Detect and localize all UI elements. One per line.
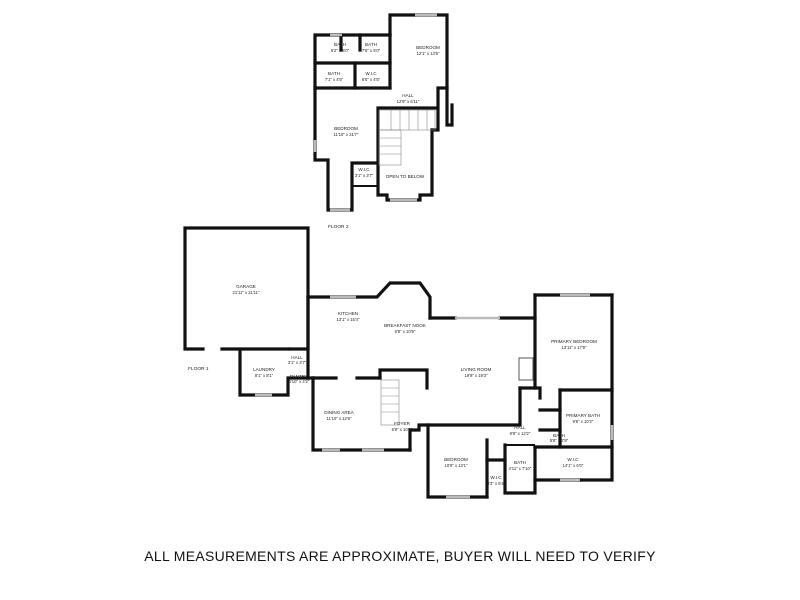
room-label: KITCHEN — [338, 311, 358, 316]
room-label: BEDROOM — [334, 126, 358, 131]
room-dims: 6'2" x 5'0" — [331, 48, 350, 53]
room-dims: 8'1" x 8'1" — [255, 373, 274, 378]
room-label: LAUNDRY — [253, 367, 275, 372]
room-dims: 11'10" x 12'6" — [327, 416, 352, 421]
floor-2-labels: BATH 6'2" x 5'0" BATH 7'6" x 5'0" BEDROO… — [325, 42, 440, 230]
room-dims: 4'10" x 4'2" — [289, 379, 310, 384]
room-dims: 19'9" x 19'3" — [465, 373, 488, 378]
room-label: W.I.C — [567, 457, 579, 462]
room-dims: 6'8" x 10'6" — [392, 427, 413, 432]
room-label: PRIMARY BATH — [566, 413, 600, 418]
room-dims: 9'8" x 10'2" — [573, 419, 594, 424]
room-dims: 7'1" x 4'5" — [325, 77, 344, 82]
room-dims: 3'3" x 6'4" — [487, 481, 506, 486]
room-dims: 3'1" x 3'7" — [288, 360, 307, 365]
room-dims: 13'11" x 17'9" — [562, 345, 587, 350]
room-label: BATH — [334, 42, 346, 47]
floor-1-labels: FLOOR 1 GARAGE 21'11" x 21'11" LAUNDRY 8… — [188, 284, 600, 486]
room-label: BATH — [553, 433, 565, 438]
room-label: W.I.C — [365, 71, 377, 76]
room-label: W.I.C — [358, 167, 370, 172]
room-label: HALL — [291, 355, 303, 360]
room-label: BEDROOM — [416, 45, 440, 50]
room-label: FOYER — [394, 421, 411, 426]
room-dims: 4'11" x 7'10" — [509, 466, 532, 471]
room-dims: 12'1" x 13'5" — [417, 51, 440, 56]
room-label: BREAKFAST NOOK — [384, 323, 427, 328]
room-dims: 6'5" x 4'5" — [362, 77, 381, 82]
floor-2-label: FLOOR 2 — [328, 224, 349, 230]
room-dims: 13'1" x 15'4" — [337, 317, 360, 322]
room-dims: 6'8" x 10'9" — [395, 329, 416, 334]
room-dims: 7'6" x 5'0" — [362, 48, 381, 53]
room-label: W.I.C — [490, 475, 502, 480]
room-label: BATH — [514, 460, 526, 465]
room-dims: 5'8" x 2'9" — [550, 438, 569, 443]
room-dims: 21'11" x 21'11" — [232, 290, 260, 295]
room-label: BATH — [365, 42, 377, 47]
room-label: HALL — [514, 425, 526, 430]
floor-1-label: FLOOR 1 — [188, 366, 209, 372]
room-dims: 12'9" x 6'11" — [397, 99, 420, 104]
room-label: BATH — [328, 71, 340, 76]
room-label: OPEN TO BELOW — [386, 174, 425, 179]
floor-1-walls — [183, 226, 614, 499]
fireplace-icon — [518, 357, 534, 381]
room-label: BEDROOM — [444, 457, 468, 462]
room-dims: 14'1" x 6'0" — [563, 463, 584, 468]
room-dims: 9'8" x 12'2" — [510, 431, 531, 436]
room-label: DINING AREA — [324, 410, 355, 415]
room-dims: 10'9" x 13'1" — [445, 463, 468, 468]
room-label: PANTRY — [290, 374, 308, 379]
floor-2-walls — [313, 13, 454, 212]
room-dims: 11'10" x 21'7" — [334, 132, 359, 137]
room-label: HALL — [402, 93, 414, 98]
room-dims: 3'1" x 3'7" — [355, 173, 374, 178]
room-label: LIVING ROOM — [461, 367, 492, 372]
room-label: PRIMARY BEDROOM — [551, 339, 597, 344]
room-label: GARAGE — [236, 284, 256, 289]
disclaimer-text: ALL MEASUREMENTS ARE APPROXIMATE, BUYER … — [144, 548, 656, 564]
